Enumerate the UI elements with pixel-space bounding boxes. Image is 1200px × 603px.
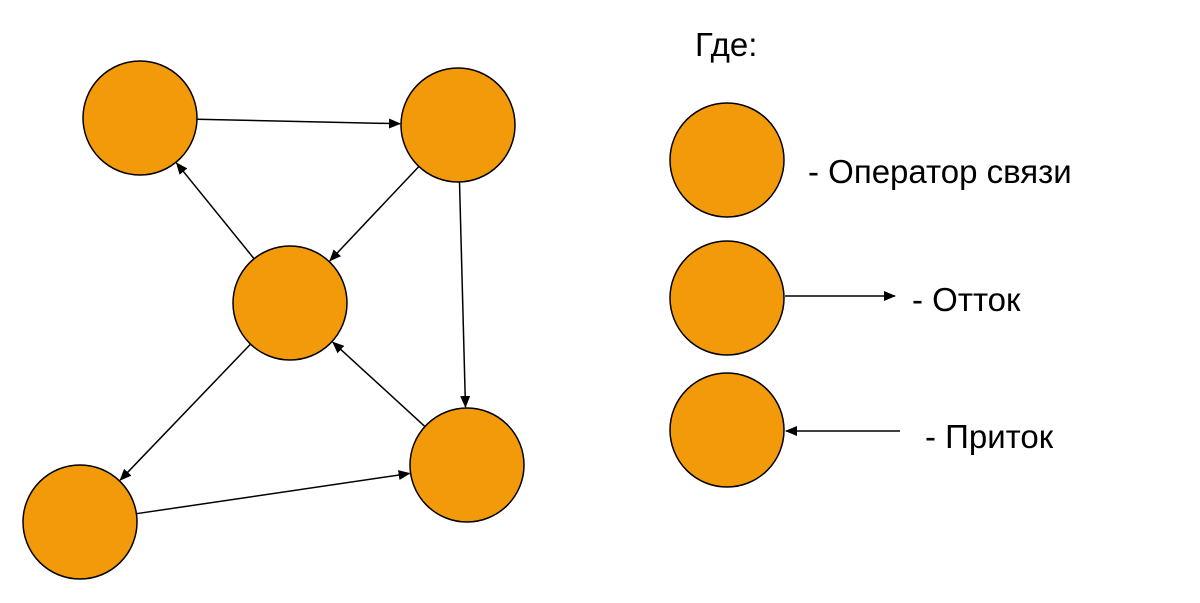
node-n5 bbox=[409, 407, 525, 523]
edge-n3-n4-arrow bbox=[119, 343, 252, 481]
legend-title: Где: bbox=[695, 26, 758, 63]
node-n4 bbox=[22, 464, 138, 580]
legend-inflow-node bbox=[669, 372, 785, 488]
edge-n2-n3-arrow bbox=[329, 165, 420, 262]
legend-outflow-node bbox=[669, 240, 785, 356]
node-n3 bbox=[232, 245, 348, 361]
edge-n4-n5-arrow bbox=[136, 470, 411, 515]
legend-operator-label: - Оператор связи bbox=[808, 153, 1072, 190]
legend-operator-node bbox=[669, 102, 785, 218]
edge-n2-n5-arrow bbox=[458, 181, 471, 409]
edge-n5-n3-arrow bbox=[332, 341, 426, 428]
legend-outflow-label: - Отток bbox=[912, 281, 1021, 318]
node-n1 bbox=[82, 60, 198, 176]
legend-inflow-label: - Приток bbox=[925, 418, 1054, 455]
node-n2 bbox=[400, 67, 516, 183]
edge-n3-n1-arrow bbox=[175, 162, 255, 260]
edge-n1-n2-arrow bbox=[196, 118, 402, 129]
